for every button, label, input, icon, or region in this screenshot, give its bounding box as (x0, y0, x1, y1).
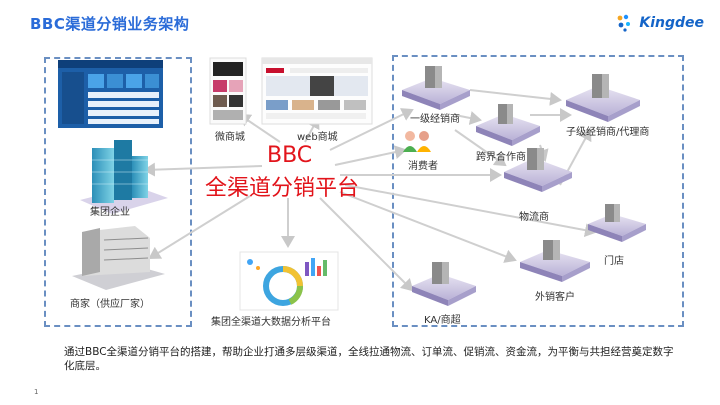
web-mall-screenshot (261, 57, 373, 125)
store-building-icon (588, 204, 646, 242)
page-title: BBC渠道分销业务架构 (30, 15, 190, 33)
label-store: 门店 (604, 256, 624, 267)
label-cross-partner: 跨界合作商 (476, 152, 526, 163)
label-group-enterprise: 集团企业 (90, 207, 130, 218)
dashboard-screenshot (58, 60, 163, 128)
label-level1-dealer: 一级经销商 (410, 114, 460, 125)
kingdee-logo: Kingdee (616, 14, 704, 32)
label-supplier: 商家（供应厂家） (70, 299, 150, 310)
wechat-mall-screenshot (209, 57, 247, 125)
footer-description: 通过BBC全渠道分销平台的搭建，帮助企业打通多层级渠道，全线拉通物流、订单流、促… (64, 346, 674, 372)
left-panel (44, 57, 192, 327)
kingdee-logo-icon (617, 14, 631, 32)
supplier-building-icon (72, 226, 165, 290)
label-bigdata-platform: 集团全渠道大数据分析平台 (211, 317, 331, 328)
label-ka-supermarket: KA/商超 (424, 315, 461, 326)
level1-dealer-building-icon (402, 66, 470, 110)
logistics-building-icon (504, 148, 572, 192)
right-panel (392, 55, 684, 327)
group-enterprise-building-icon (80, 140, 168, 214)
label-consumer: 消费者 (408, 161, 438, 172)
page-number: 1 (34, 388, 39, 396)
platform-title-main: 全渠道分销平台 (205, 176, 360, 201)
label-logistics: 物流商 (519, 212, 549, 223)
export-customer-building-icon (520, 240, 590, 282)
label-wechat-mall: 微商城 (215, 132, 245, 143)
consumer-icon (403, 131, 431, 152)
cross-partner-building-icon (476, 104, 540, 146)
bigdata-analytics-icon (239, 251, 339, 311)
platform-title-bbc: BBC (267, 143, 313, 168)
ka-supermarket-building-icon (412, 262, 476, 306)
sub-dealer-building-icon (566, 74, 640, 122)
logo-text: Kingdee (639, 15, 704, 31)
label-sub-dealer: 子级经销商/代理商 (566, 127, 650, 138)
label-export-customer: 外销客户 (535, 292, 575, 303)
label-web-mall: web商城 (297, 132, 338, 143)
